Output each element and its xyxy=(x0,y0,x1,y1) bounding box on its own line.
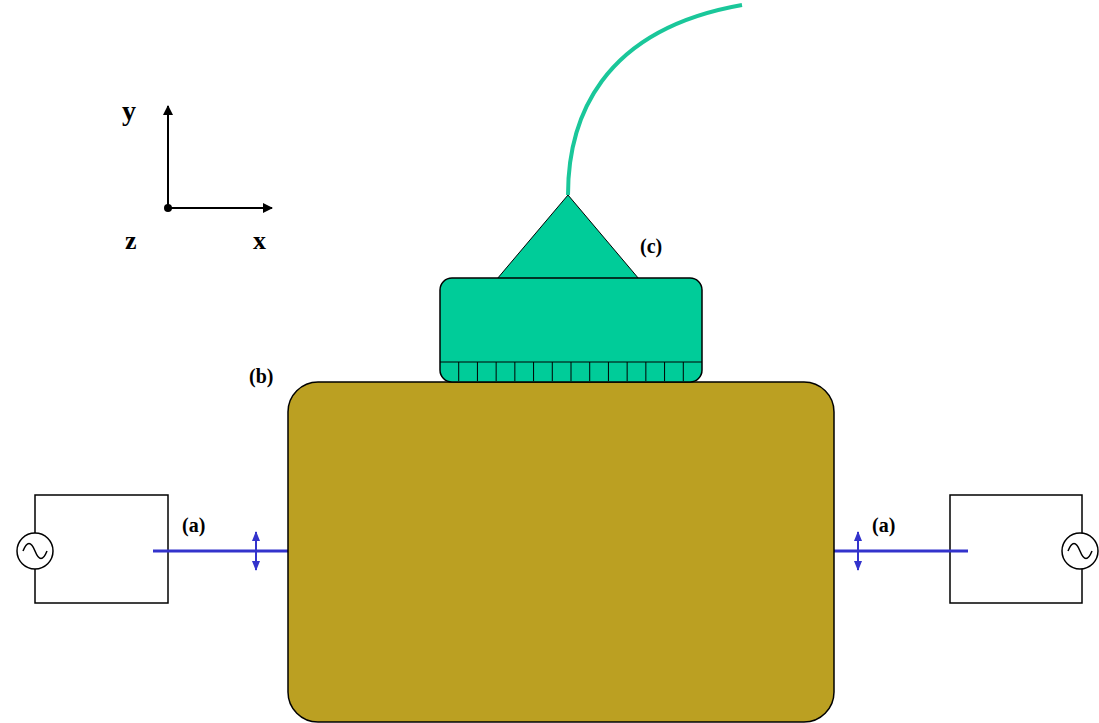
array-element xyxy=(458,362,459,381)
ultrasound-probe xyxy=(440,5,742,382)
shaker-rod xyxy=(832,550,968,553)
callout-label: (b) xyxy=(249,366,273,386)
array-element xyxy=(477,362,478,381)
array-element xyxy=(589,362,590,381)
specimen-block xyxy=(288,382,834,722)
array-element xyxy=(627,362,628,381)
array-element xyxy=(683,362,684,381)
array-element xyxy=(608,362,609,381)
axes xyxy=(164,106,272,212)
axis-label: z xyxy=(125,228,137,254)
array-element xyxy=(533,362,534,381)
array-element xyxy=(645,362,646,381)
array-element xyxy=(496,362,497,381)
array-element xyxy=(514,362,515,381)
signal-generator xyxy=(950,495,1098,603)
callout-label: (c) xyxy=(640,236,662,256)
signal-generator xyxy=(17,495,168,603)
vibration-arrow xyxy=(857,532,859,570)
callout-label: (a) xyxy=(872,515,895,535)
array-element xyxy=(552,362,553,381)
array-element xyxy=(664,362,665,381)
array-element xyxy=(571,362,572,381)
vibration-arrow xyxy=(255,532,257,570)
axis-label: x xyxy=(253,228,266,254)
axis-label: y xyxy=(122,97,136,125)
callout-label: (a) xyxy=(182,515,205,535)
shaker-rod xyxy=(153,550,290,553)
